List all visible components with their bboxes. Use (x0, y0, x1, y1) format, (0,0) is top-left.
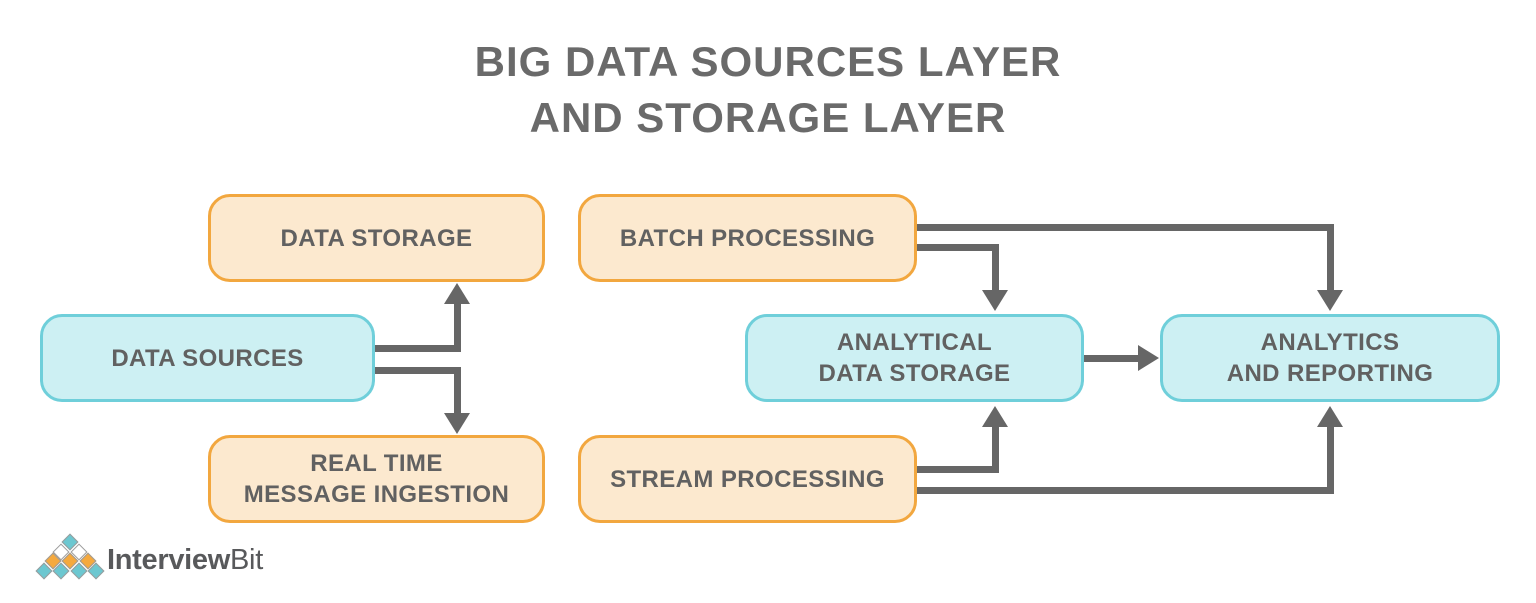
arrowhead-down (982, 290, 1008, 311)
node-label: DATA STORAGE (280, 224, 473, 252)
edge-segment-h (1084, 355, 1140, 362)
title-line-2: AND STORAGE LAYER (529, 94, 1007, 141)
node-label: REAL TIME MESSAGE INGESTION (243, 450, 510, 508)
node-label: BATCH PROCESSING (619, 224, 876, 252)
edge-segment-h (374, 367, 461, 374)
node-analytical-data-storage: ANALYTICAL DATA STORAGE (745, 314, 1084, 402)
interviewbit-logo: InterviewBit (107, 544, 263, 577)
logo-text-bit: Bit (230, 544, 263, 576)
node-label: STREAM PROCESSING (610, 465, 885, 493)
node-data-storage: DATA STORAGE (208, 194, 545, 282)
edge-segment-h (917, 224, 1334, 231)
arrowhead-right (1138, 345, 1159, 371)
page-title: BIG DATA SOURCES LAYER AND STORAGE LAYER (0, 34, 1536, 146)
edge-segment-v (454, 303, 461, 352)
logo-text-interview: Interview (107, 544, 231, 576)
edge-segment-v (1327, 426, 1334, 494)
edge-segment-v (454, 367, 461, 414)
edge-segment-h (374, 345, 461, 352)
edge-segment-h (917, 244, 999, 251)
edge-segment-h (917, 466, 999, 473)
node-real-time-message-ingestion: REAL TIME MESSAGE INGESTION (208, 435, 545, 523)
node-label: ANALYTICS AND REPORTING (1226, 329, 1434, 387)
arrowhead-down (1317, 290, 1343, 311)
node-label: ANALYTICAL DATA STORAGE (818, 329, 1011, 387)
edge-segment-v (992, 426, 999, 473)
node-analytics-and-reporting: ANALYTICS AND REPORTING (1160, 314, 1500, 402)
node-label: DATA SOURCES (111, 344, 304, 372)
node-batch-processing: BATCH PROCESSING (578, 194, 917, 282)
edge-segment-h (917, 487, 1334, 494)
edge-segment-v (1327, 224, 1334, 291)
title-line-1: BIG DATA SOURCES LAYER (474, 38, 1062, 85)
arrowhead-up (982, 406, 1008, 427)
edge-segment-v (992, 244, 999, 291)
node-data-sources: DATA SOURCES (40, 314, 375, 402)
arrowhead-up (1317, 406, 1343, 427)
node-stream-processing: STREAM PROCESSING (578, 435, 917, 523)
arrowhead-down (444, 413, 470, 434)
arrowhead-up (444, 283, 470, 304)
